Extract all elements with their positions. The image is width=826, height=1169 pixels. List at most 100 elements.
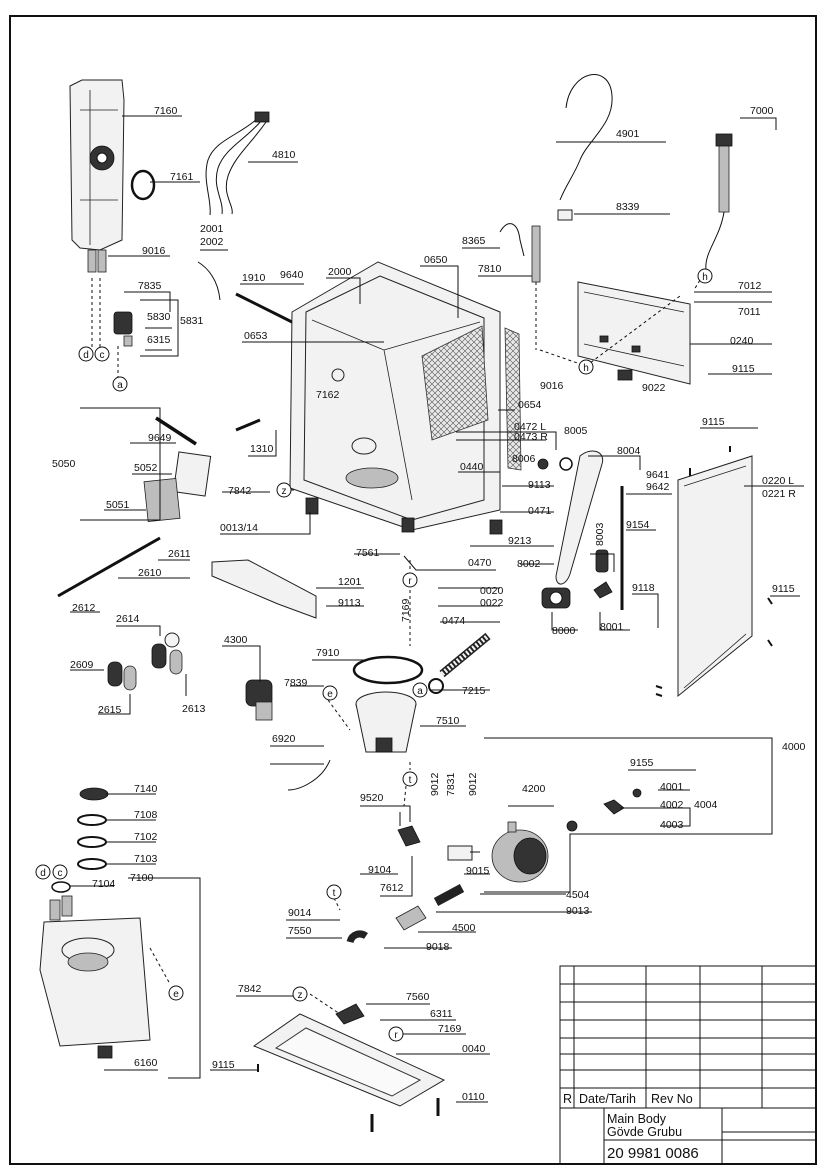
callout-letter: t: [409, 775, 412, 786]
part-labels: 7160 7161 9016 7835 5830 5831 6315 4810 …: [52, 105, 806, 1103]
leader-lines: [70, 115, 804, 1103]
part-label: 2615: [98, 704, 122, 716]
part-label: 4901: [616, 128, 640, 140]
date-header: Date/Tarih: [579, 1092, 636, 1106]
sump-7510-drawing: [355, 691, 417, 753]
base-tray-drawing: [252, 1013, 446, 1107]
part-label: 0474: [442, 615, 466, 627]
part-label: 7103: [134, 853, 158, 865]
callout-letter: a: [117, 380, 123, 391]
part-label: 7550: [288, 925, 312, 937]
part-label: 9012: [467, 772, 479, 796]
part-label: 9118: [632, 582, 655, 594]
part-label: 8004: [617, 445, 641, 457]
callout-d-top: [78, 346, 94, 362]
part-label: 7169: [438, 1023, 462, 1035]
part-label: 4001: [660, 781, 684, 793]
part-label: 9013: [566, 905, 590, 917]
part-label: 4300: [224, 634, 248, 646]
callout-letter: r: [408, 576, 412, 587]
top-frame-drawing: [577, 281, 691, 385]
board-5052-drawing: [172, 451, 212, 497]
strip-9649-drawing: [155, 416, 197, 446]
part-label: 7100: [130, 872, 154, 884]
circulation-pump-drawing: [447, 821, 549, 883]
drawing-number: 20 9981 0086: [607, 1145, 699, 1162]
part-label: 0650: [424, 254, 448, 266]
rev-no-header: Rev No: [651, 1092, 693, 1106]
part-label: 9520: [360, 792, 384, 804]
part-label: 7140: [134, 783, 158, 795]
part-label: 5051: [106, 499, 130, 511]
part-label: 8003: [594, 522, 606, 546]
part-label: 9155: [630, 757, 654, 769]
callout-c-top: [94, 346, 110, 362]
callout-letter: c: [100, 350, 105, 361]
part-label: 7104: [92, 878, 116, 890]
part-label: 7215: [462, 685, 486, 697]
callout-t-mid: [402, 771, 418, 787]
part-label: 7612: [380, 882, 404, 894]
title-block: R Date/Tarih Rev No Main Body Gövde Grub…: [559, 965, 817, 1164]
pump-4300-drawing: [245, 679, 273, 721]
part-label: 7560: [406, 991, 430, 1003]
part-label: 4504: [566, 889, 590, 901]
cable-4901-drawing: [559, 74, 613, 201]
bracket-7560-drawing: [335, 1003, 365, 1025]
part-4001-drawing: [632, 788, 642, 798]
arm-8365-drawing: [499, 223, 525, 257]
part-label: 7842: [228, 485, 252, 497]
part-label: 7000: [750, 105, 774, 117]
part-label: 1910: [242, 272, 266, 284]
part-4002-drawing: [603, 799, 625, 815]
part-label: 5052: [134, 462, 158, 474]
nut-8006-drawing: [537, 458, 549, 470]
elbow-7550-drawing: [346, 930, 368, 944]
part-label: 7160: [154, 105, 178, 117]
rev-marker: R: [563, 1092, 572, 1106]
title-turkish: Gövde Grubu: [607, 1125, 682, 1139]
part-label: 4000: [782, 741, 806, 753]
part-label: 7910: [316, 647, 340, 659]
rail-2610-drawing: [57, 536, 161, 598]
callout-letter: r: [394, 1030, 398, 1041]
part-label: 2614: [116, 613, 140, 625]
callout-r-low: [388, 1026, 404, 1042]
part-label: 7835: [138, 280, 162, 292]
part-label: 7810: [478, 263, 502, 275]
part-label: 6315: [147, 334, 171, 346]
part-label: 9115: [772, 583, 795, 595]
part-8001-drawing: [593, 581, 613, 599]
callout-e-mid: [322, 685, 338, 701]
strip-1310-drawing: [235, 418, 261, 432]
part-label: 2002: [200, 236, 224, 248]
part-label: 9115: [212, 1059, 235, 1071]
part-label: 8002: [517, 558, 541, 570]
part-8003-drawing: [595, 549, 609, 573]
part-label: 0020: [480, 585, 504, 597]
part-label: 8339: [616, 201, 640, 213]
part-label: 9213: [508, 535, 532, 547]
part-label: 7169: [400, 598, 412, 622]
part-label: 0473 R: [514, 431, 548, 443]
part-2614-ring-drawing: [164, 632, 180, 648]
callout-letter: t: [333, 888, 336, 899]
mesh-strip-drawing: [504, 327, 522, 471]
callout-letter: d: [40, 868, 46, 879]
screws-right-drawing: [655, 446, 773, 697]
main-tub-drawing: [289, 261, 503, 535]
callout-bubbles: [35, 268, 713, 1042]
part-2609-drawing: [107, 661, 123, 687]
part-label: 0653: [244, 330, 268, 342]
part-label: 9012: [429, 772, 441, 796]
callout-t-low: [326, 884, 342, 900]
callout-letters: d c a h h z r e a t t d c e z r: [40, 272, 708, 1041]
part-label: 4810: [272, 149, 296, 161]
part-label: 0471: [528, 505, 552, 517]
door-panel-drawing: [677, 455, 753, 698]
ring-8005-drawing: [559, 457, 573, 471]
part-4003-drawing: [566, 820, 578, 832]
part-label: 1310: [250, 443, 274, 455]
part-label: 9640: [280, 269, 304, 281]
